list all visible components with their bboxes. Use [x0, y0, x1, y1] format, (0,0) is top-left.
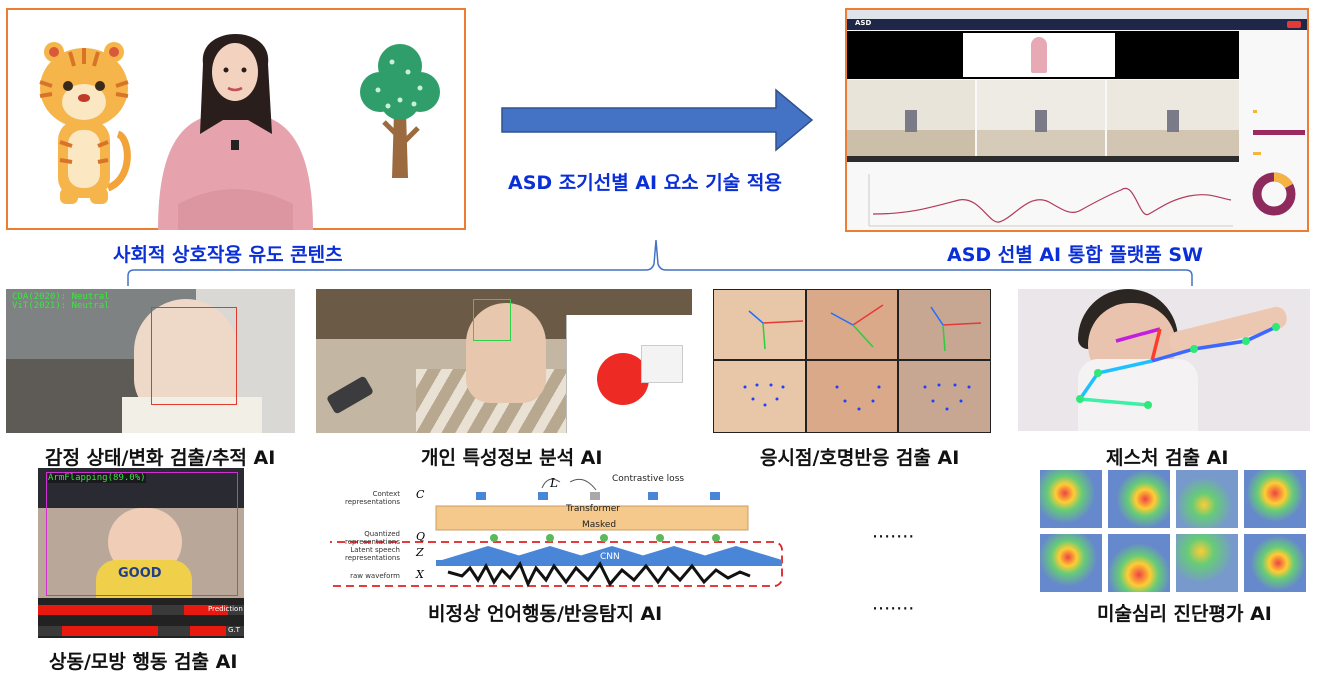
speech-caption: 비정상 언어행동/반응탐지 AI [428, 603, 663, 625]
browser-bar [847, 10, 1307, 19]
side-bar-chart [1253, 110, 1305, 155]
content-frame [6, 8, 466, 230]
header-button[interactable] [1287, 21, 1301, 28]
row-label-quantized: Quantized representations [345, 530, 400, 546]
row-symbol-c: C [416, 488, 425, 501]
video-2 [977, 80, 1105, 156]
emotion-photo: CDA(2020): Neutral ViT(2021): Neutral [6, 289, 295, 433]
content-caption: 사회적 상호작용 유도 콘텐츠 [113, 244, 343, 266]
video-toolbar [847, 156, 1239, 162]
art-caption: 미술심리 진단평가 AI [1097, 603, 1272, 625]
gesture-photo [1018, 289, 1310, 431]
action-label: ArmFlapping(89.0%) [48, 473, 146, 483]
emotion-overlay-2: ViT(2021): Neutral [12, 301, 110, 311]
row-label-context: Context representations [345, 490, 400, 506]
tiger-illustration [39, 42, 131, 204]
donut-chart [1252, 172, 1296, 216]
stats-window [566, 315, 692, 433]
row-symbol-x: X [416, 568, 424, 581]
masked-label: Masked [582, 520, 617, 530]
detection-box [46, 472, 238, 596]
prediction-label: Prediction [208, 605, 243, 613]
emotion-overlay-1: CDA(2020): Neutral [12, 292, 110, 302]
face-box [473, 299, 511, 341]
art-heatmaps [1040, 470, 1308, 592]
ellipsis-lower: ······· [872, 598, 915, 620]
gt-bar [38, 626, 244, 636]
row-label-raw: raw waveform [350, 572, 400, 580]
gaze-caption: 응시점/호명반응 검출 AI [760, 447, 960, 469]
video-3 [1107, 80, 1239, 156]
tree-illustration [360, 44, 440, 178]
gt-label: G.T [228, 626, 240, 634]
speech-diagram: Contrastive loss L Transformer Masked CN… [330, 468, 790, 590]
face-box [151, 307, 237, 405]
ellipsis-upper: ······· [872, 526, 915, 548]
row-symbol-z: Z [416, 546, 424, 559]
platform-frame: ASD [845, 8, 1309, 232]
timeline-chart [868, 174, 1233, 227]
stereotyped-caption: 상동/모방 행동 검출 AI [49, 651, 238, 673]
module-bracket [127, 239, 1193, 286]
video-1 [847, 80, 975, 156]
skeleton-overlay [1076, 323, 1280, 409]
cnn-label: CNN [600, 552, 620, 562]
gaze-photo [713, 289, 991, 433]
platform-caption: ASD 선별 AI 통합 플랫폼 SW [947, 244, 1204, 266]
prediction-bar [38, 605, 244, 615]
app-header: ASD [847, 19, 1307, 30]
transformer-label: Transformer [566, 504, 621, 514]
personal-caption: 개인 특성정보 분석 AI [421, 447, 603, 469]
emotion-caption: 감정 상태/변화 검출/추적 AI [45, 447, 276, 469]
loss-symbol: L [550, 476, 558, 490]
gaze-vectors [743, 304, 982, 411]
shirt-text: GOOD [118, 566, 162, 581]
app-title: ASD [855, 19, 872, 27]
personal-photo [316, 289, 692, 433]
row-label-latent: Latent speech representations [345, 546, 400, 562]
flow-arrow [501, 88, 814, 152]
presenter-photo [158, 34, 313, 230]
stereotyped-photo: GOOD ArmFlapping(89.0%) Prediction G.T [38, 468, 244, 638]
row-symbol-q: Q [416, 530, 426, 543]
gesture-caption: 제스처 검출 AI [1106, 447, 1229, 469]
contrastive-loss-label: Contrastive loss [612, 474, 685, 484]
arrow-caption: ASD 조기선별 AI 요소 기술 적용 [508, 172, 782, 194]
video-top [847, 31, 1239, 79]
